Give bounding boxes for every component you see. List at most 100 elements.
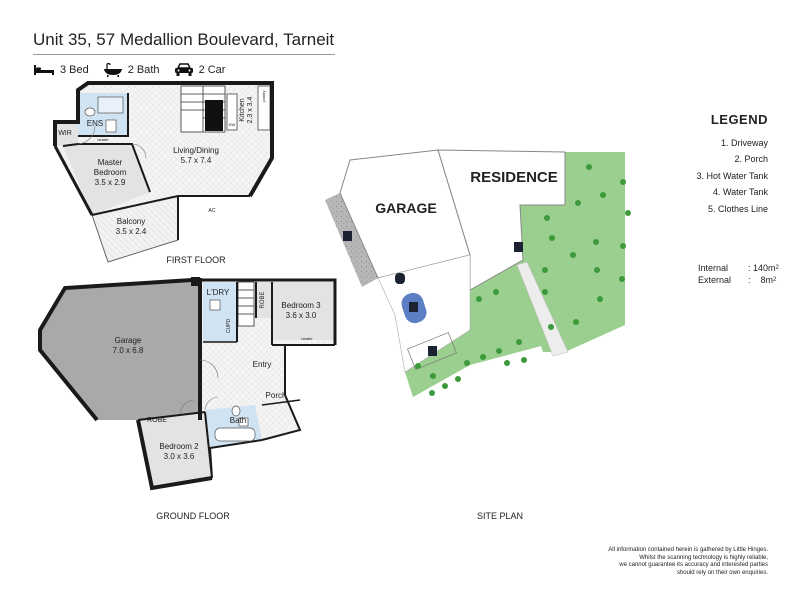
laundry-tub (209, 299, 221, 311)
car-count: 2 Car (198, 64, 226, 76)
legend-title: LEGEND (710, 112, 768, 127)
garage-site-label: GARAGE (375, 200, 436, 216)
door-swing-2 (131, 143, 147, 159)
ground-floor-plan: Garage 7.0 x 6.8 L'DRY CUPD ROBE Bedroom… (38, 277, 337, 521)
legend-item: 2. Porch (734, 154, 768, 164)
bedroom-3-area (272, 282, 334, 340)
legend-item: 3. Hot Water Tank (696, 170, 768, 181)
external-area-label: External (698, 275, 732, 285)
kitchen-size: 2.3 x 3.4 (247, 96, 254, 123)
disclaimer: All information contained herein is gath… (508, 547, 768, 577)
svg-text:2: 2 (517, 245, 521, 252)
heater-label: heater (97, 137, 109, 142)
garage-size: 7.0 x 6.8 (113, 346, 144, 355)
master-wall (62, 143, 151, 193)
clothes-line (407, 332, 457, 370)
garage-column (191, 277, 200, 286)
living-dining-label: Living/Dining (173, 146, 219, 155)
bath-tub (214, 427, 256, 442)
site-marker-5: 5 (428, 346, 437, 356)
wir-area (55, 122, 78, 146)
vanity (238, 417, 249, 427)
car-icon (174, 63, 193, 76)
bedroom-2-label: Bedroom 2 (159, 442, 199, 451)
kitchen-bench (226, 93, 238, 131)
disclaimer-line: should rely on their own enquiries. (676, 569, 768, 576)
balcony-wall (91, 195, 179, 216)
bath-label: Bath (230, 416, 246, 425)
disclaimer-line: All information contained herein is gath… (608, 547, 768, 553)
garage-area (40, 280, 200, 420)
balcony-size: 3.5 x 2.4 (116, 227, 147, 236)
external-area-value: : 8m (748, 275, 774, 285)
legend-item: 4. Water Tank (712, 187, 768, 197)
first-floor-rear-wall (53, 145, 94, 216)
bedroom-2-area (138, 412, 212, 488)
master-bedroom-label: Master (98, 158, 123, 167)
bed-count: 3 Bed (60, 64, 89, 76)
front-garden (405, 260, 545, 397)
toilet (231, 405, 241, 417)
master-bedroom-label-2: Bedroom (94, 168, 127, 177)
ens-label: ENS (87, 119, 103, 128)
robe-area (256, 282, 272, 318)
porch-wall (261, 399, 301, 406)
bath-feature: 2 Bath (103, 63, 160, 77)
balcony-label: Balcony (117, 217, 145, 226)
first-floor-caption: FIRST FLOOR (166, 255, 226, 265)
internal-area-label: Internal (698, 263, 729, 273)
internal-area-value: : 140m (748, 263, 776, 273)
porch-label: Porch (266, 391, 287, 400)
laundry-area (203, 282, 237, 342)
side-pathway (516, 261, 569, 357)
entry-label: Entry (253, 360, 272, 369)
stair-void (205, 100, 223, 131)
legend: LEGEND 1. Driveway 2. Porch 3. Hot Water… (696, 112, 768, 217)
ground-floor-caption: GROUND FLOOR (156, 511, 230, 521)
bath-count: 2 Bath (127, 64, 160, 76)
site-plan-caption: SITE PLAN (477, 511, 523, 521)
dishwasher-label: DW (229, 122, 236, 127)
bedroom-3-size: 3.6 x 3.0 (286, 311, 317, 320)
first-floor-plan: ENS WIR Master Bedroom 3.5 x 2.9 heater … (53, 81, 274, 265)
legend-item: 5. Clothes Line (707, 203, 768, 214)
garden-area (520, 152, 625, 352)
robe-label: ROBE (260, 291, 266, 308)
ensuite-wall (78, 93, 129, 137)
feature-summary: 3 Bed 2 Bath 2 Car (33, 61, 239, 79)
ground-divider-wall (137, 411, 206, 421)
site-marker-1: 1 (343, 231, 352, 241)
pantry-label: pantry (261, 90, 266, 101)
ensuite-shower (97, 96, 124, 114)
bath-wall (204, 411, 263, 479)
wir-label: WIR (58, 130, 72, 137)
living-dining-size: 5.7 x 7.4 (181, 156, 212, 165)
master-bedroom-area (63, 144, 150, 215)
title-divider (33, 54, 335, 55)
site-marker-2: 2 (514, 242, 523, 252)
bed-feature: 3 Bed (33, 64, 89, 76)
internal-area-unit: 2 (775, 265, 779, 271)
car-feature: 2 Car (174, 63, 226, 77)
ensuite-vanity (105, 119, 117, 133)
robe-2-label: ROBE (147, 417, 167, 424)
door-swing (77, 125, 96, 145)
stairs-ground-floor (237, 281, 255, 327)
ensuite-toilet (84, 107, 96, 117)
svg-text:3: 3 (398, 277, 402, 284)
garage-label: Garage (115, 336, 142, 345)
garage-door-swing (199, 359, 219, 379)
svg-text:4: 4 (412, 305, 416, 312)
legend-item: 1. Driveway (720, 137, 768, 148)
kitchen-label: Kitchen (239, 98, 246, 121)
svg-text:1: 1 (346, 234, 350, 241)
property-address-title: Unit 35, 57 Medallion Boulevard, Tarneit (33, 30, 335, 49)
laundry-label: L'DRY (207, 288, 230, 297)
bath-door-swing (204, 396, 219, 411)
site-plan: GARAGE RESIDENCE 1 2 3 4 5 SITE PLAN (325, 149, 631, 521)
ground-floor-outer-wall (200, 278, 337, 345)
entry-wall (261, 345, 302, 441)
